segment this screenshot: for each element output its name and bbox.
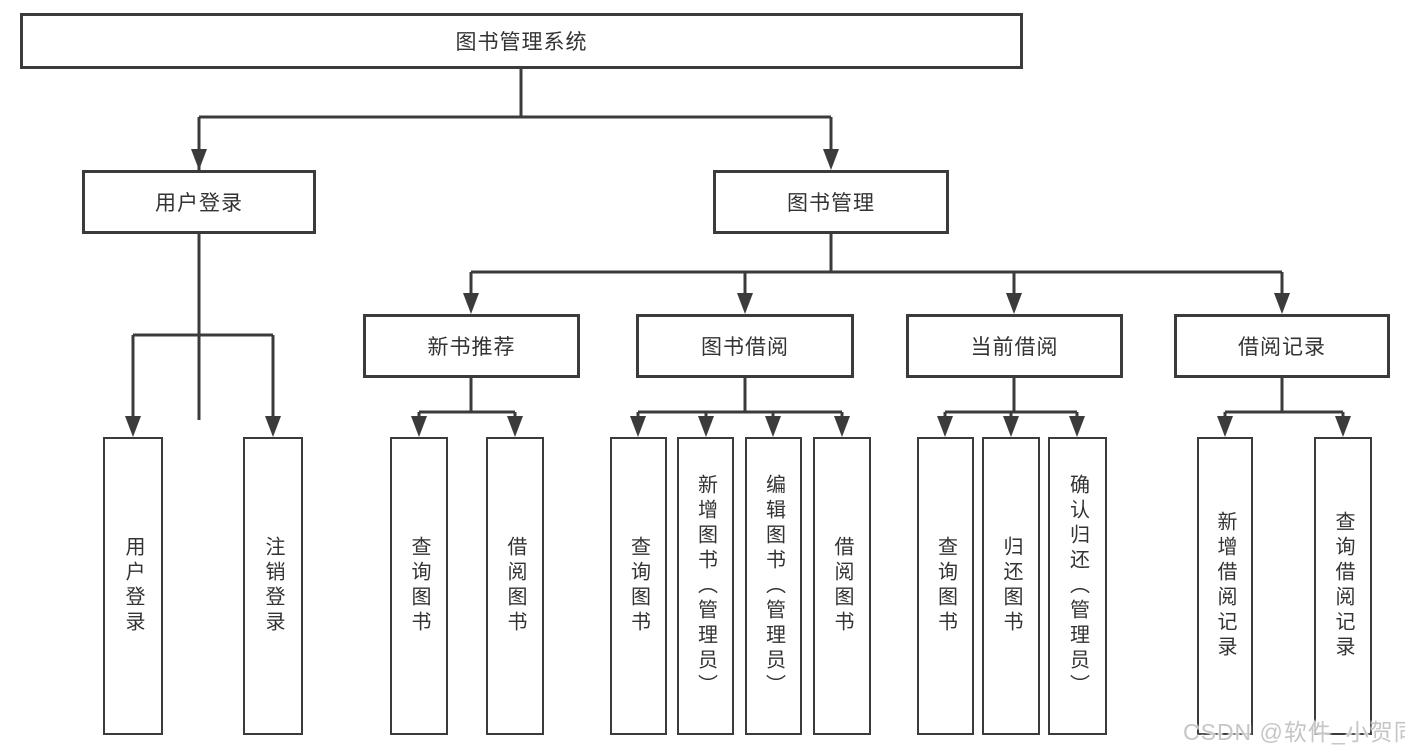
leaf-borrow-books: 借阅图书 bbox=[813, 437, 871, 735]
arrowhead-icon bbox=[937, 416, 953, 437]
leaf-query-borrow-record: 查询借阅记录 bbox=[1314, 437, 1372, 735]
leaf-query-books-current: 查询图书 bbox=[917, 437, 974, 735]
arrowhead-icon bbox=[823, 149, 839, 170]
node-borrowing-records: 借阅记录 bbox=[1174, 314, 1390, 378]
node-current-borrowing: 当前借阅 bbox=[906, 314, 1123, 378]
arrowhead-icon bbox=[1003, 416, 1019, 437]
node-book-borrowing: 图书借阅 bbox=[636, 314, 854, 378]
arrowhead-icon bbox=[1217, 416, 1233, 437]
arrowhead-icon bbox=[463, 293, 479, 314]
node-user-login: 用户登录 bbox=[82, 170, 316, 234]
leaf-edit-books-admin: 编辑图书（管理员） bbox=[745, 437, 802, 735]
node-new-book-recommend: 新书推荐 bbox=[363, 314, 580, 378]
leaf-logout: 注销登录 bbox=[243, 437, 303, 735]
arrowhead-icon bbox=[411, 416, 427, 437]
leaf-return-books: 归还图书 bbox=[982, 437, 1040, 735]
leaf-add-books-admin: 新增图书（管理员） bbox=[677, 437, 734, 735]
leaf-query-books-borrow: 查询图书 bbox=[610, 437, 667, 735]
arrowhead-icon bbox=[265, 416, 281, 437]
arrowhead-icon bbox=[191, 149, 207, 170]
leaf-query-books-recommend: 查询图书 bbox=[390, 437, 448, 735]
arrowhead-icon bbox=[630, 416, 646, 437]
leaf-borrow-books-recommend: 借阅图书 bbox=[486, 437, 544, 735]
arrowhead-icon bbox=[698, 416, 714, 437]
node-root-system: 图书管理系统 bbox=[20, 13, 1023, 69]
csdn-watermark: CSDN @软件_小贺同学 bbox=[1183, 719, 1405, 745]
leaf-confirm-return-admin: 确认归还（管理员） bbox=[1048, 437, 1107, 735]
arrowhead-icon bbox=[834, 416, 850, 437]
arrowhead-icon bbox=[1069, 416, 1085, 437]
node-book-management: 图书管理 bbox=[713, 170, 949, 234]
arrowhead-group bbox=[125, 149, 1351, 437]
arrowhead-icon bbox=[765, 416, 781, 437]
arrowhead-icon bbox=[1006, 293, 1022, 314]
arrowhead-icon bbox=[507, 416, 523, 437]
leaf-add-borrow-record: 新增借阅记录 bbox=[1197, 437, 1253, 735]
arrowhead-icon bbox=[125, 416, 141, 437]
arrowhead-icon bbox=[1274, 293, 1290, 314]
arrowhead-icon bbox=[737, 293, 753, 314]
leaf-user-login: 用户登录 bbox=[103, 437, 163, 735]
arrowhead-icon bbox=[1335, 416, 1351, 437]
